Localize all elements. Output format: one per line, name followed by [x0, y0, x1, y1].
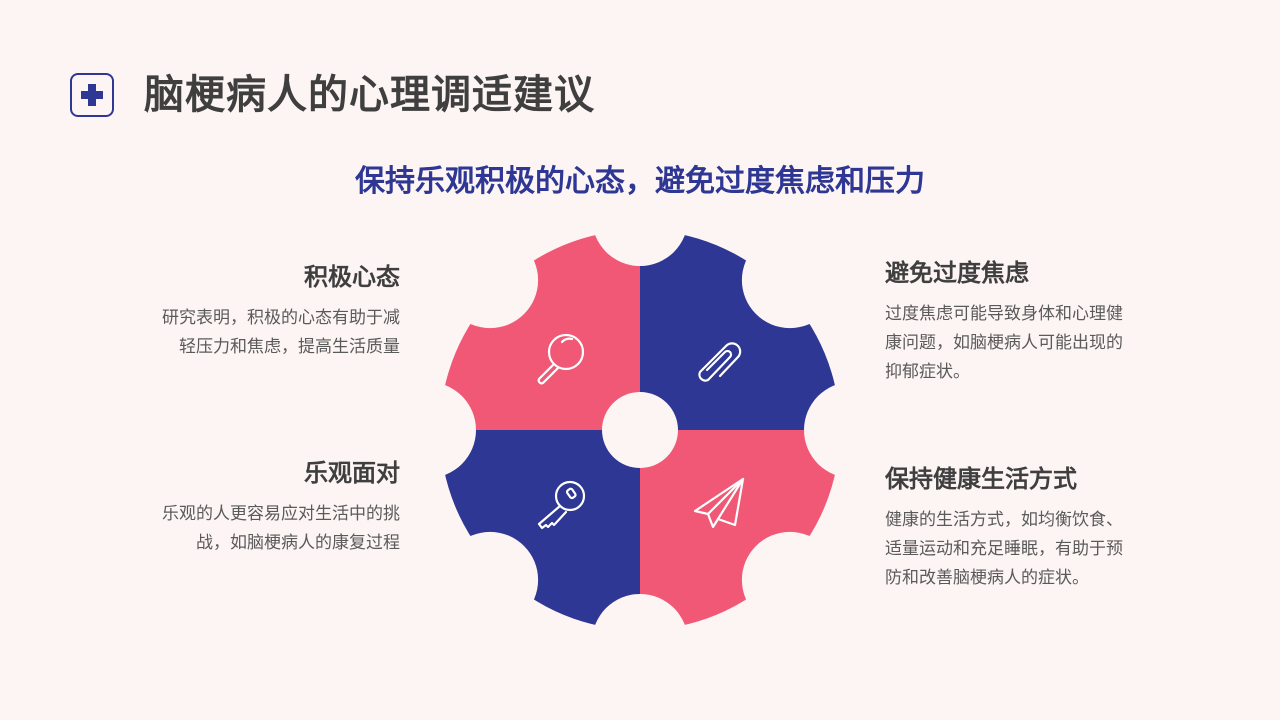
text-line: 健康的生活方式，如均衡饮食、	[885, 510, 1123, 530]
paper-plane-icon	[693, 477, 745, 529]
quadrant-bottom-right	[640, 430, 850, 640]
text-line: 抑郁症状。	[885, 362, 970, 382]
paperclip-icon	[698, 342, 742, 382]
block-title: 保持健康生活方式	[885, 465, 1077, 493]
block-positive-mindset: 积极心态 研究表明，积极的心态有助于减 轻压力和焦虑，提高生活质量	[130, 260, 400, 362]
block-title: 避免过度焦虑	[885, 259, 1029, 287]
text-line: 防和改善脑梗病人的症状。	[885, 568, 1089, 588]
block-healthy-lifestyle: 保持健康生活方式 健康的生活方式，如均衡饮食、 适量运动和充足睡眠，有助于预 防…	[885, 462, 1155, 593]
quadrant-top-right	[640, 220, 850, 430]
block-text: 过度焦虑可能导致身体和心理健 康问题，如脑梗病人可能出现的 抑郁症状。	[885, 300, 1155, 387]
block-avoid-anxiety: 避免过度焦虑 过度焦虑可能导致身体和心理健 康问题，如脑梗病人可能出现的 抑郁症…	[885, 256, 1155, 387]
block-text: 健康的生活方式，如均衡饮食、 适量运动和充足睡眠，有助于预 防和改善脑梗病人的症…	[885, 506, 1155, 593]
text-line: 研究表明，积极的心态有助于减	[162, 308, 400, 328]
block-title: 积极心态	[304, 263, 400, 291]
page-title: 脑梗病人的心理调适建议	[144, 72, 595, 118]
text-line: 战，如脑梗病人的康复过程	[196, 533, 400, 553]
quadrant-top-left	[430, 220, 640, 430]
block-title: 乐观面对	[304, 459, 400, 487]
header: 脑梗病人的心理调适建议	[70, 70, 595, 120]
quadrant-bottom-left	[430, 430, 640, 640]
key-icon	[537, 480, 586, 530]
text-line: 过度焦虑可能导致身体和心理健	[885, 304, 1123, 324]
plus-square-icon	[70, 73, 114, 117]
text-line: 轻压力和焦虑，提高生活质量	[179, 337, 400, 357]
text-line: 适量运动和充足睡眠，有助于预	[885, 539, 1123, 559]
block-text: 研究表明，积极的心态有助于减 轻压力和焦虑，提高生活质量	[130, 304, 400, 362]
block-optimism: 乐观面对 乐观的人更容易应对生活中的挑 战，如脑梗病人的康复过程	[130, 456, 400, 558]
magnifier-icon	[537, 333, 585, 385]
text-line: 康问题，如脑梗病人可能出现的	[885, 333, 1123, 353]
subtitle: 保持乐观积极的心态，避免过度焦虑和压力	[355, 164, 925, 199]
block-text: 乐观的人更容易应对生活中的挑 战，如脑梗病人的康复过程	[130, 500, 400, 558]
text-line: 乐观的人更容易应对生活中的挑	[162, 504, 400, 524]
